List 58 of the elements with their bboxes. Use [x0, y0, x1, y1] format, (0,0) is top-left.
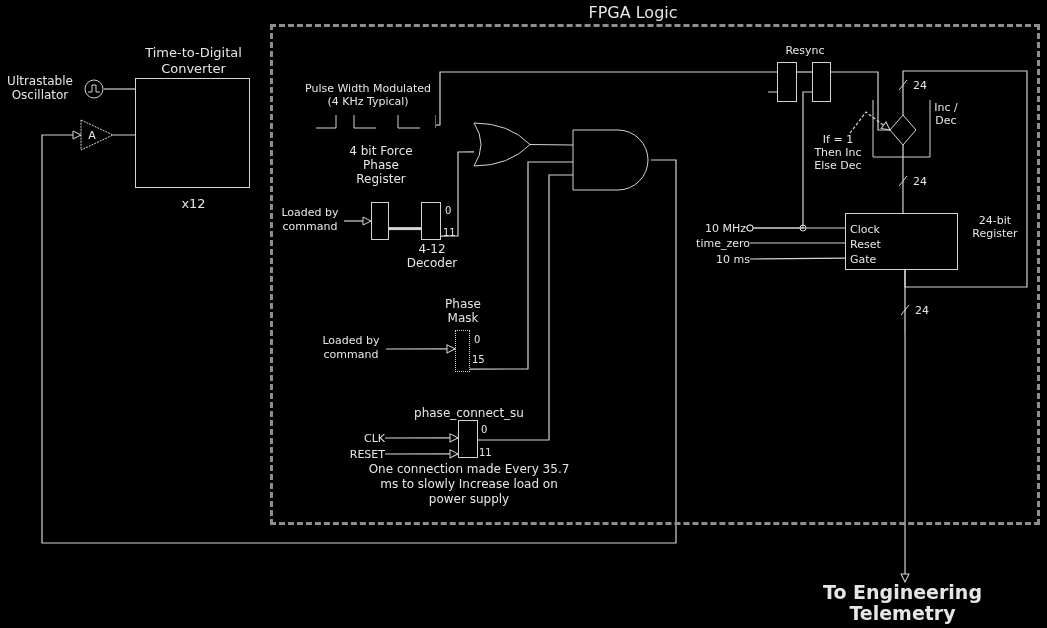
pin-number: 11 [443, 226, 456, 240]
note-text: One connection made Every 35.7 ms to slowly Increase load on power supply [367, 462, 571, 507]
block-title: 24-bit Register [971, 214, 1019, 240]
connector-line [796, 71, 813, 73]
signal-label: RESET [338, 447, 385, 461]
connector-line [830, 71, 891, 131]
gain-label: A [87, 128, 97, 144]
connector-line [477, 174, 574, 441]
connector-line [385, 344, 456, 354]
connector-line [749, 257, 846, 260]
block-title: phase_connect_su [413, 405, 525, 422]
note-text: If = 1 Then Inc Else Dec [808, 133, 868, 175]
pin-number: 15 [472, 353, 485, 367]
pin-number: 0 [445, 204, 452, 218]
connector-line [849, 111, 891, 134]
pin-label: Clock [850, 222, 881, 238]
block-title: 4 bit Force Phase Register [348, 144, 414, 186]
signal-label: time_zero [688, 236, 750, 250]
connector-line [103, 88, 136, 90]
block-title: 4-12 Decoder [405, 242, 459, 270]
caption-label: x12 [180, 195, 207, 213]
connector-line [41, 130, 677, 544]
connector-line [529, 143, 574, 146]
text-label: Loaded by command [276, 206, 344, 236]
connector-line [384, 433, 459, 443]
pin-number: 11 [479, 446, 492, 460]
pin-number: 0 [474, 333, 481, 347]
caption-label: Ultrastable Oscillator [6, 74, 74, 102]
text-label: Loaded by command [316, 334, 386, 364]
connector-line [900, 269, 910, 583]
block-title: Resync [784, 43, 826, 59]
connector-line [389, 227, 421, 231]
signal-label: 10 ms [705, 252, 750, 266]
edge-label: 24 [912, 176, 928, 188]
edge-label: 24 [912, 80, 928, 92]
pin-label: Reset [850, 237, 882, 253]
region-title: FPGA Logic [587, 3, 679, 23]
connector-line [384, 449, 459, 459]
signal-label: 10 MHz [694, 221, 746, 235]
flip-flop-box [812, 62, 831, 102]
connector-line [112, 134, 136, 136]
connector-line [440, 151, 475, 237]
connector-line [902, 144, 904, 214]
caption-label: Inc / Dec [933, 101, 959, 127]
block-title: Time-to-Digital Converter [144, 45, 243, 77]
block-title: Phase Mask [444, 297, 482, 325]
connector-line [745, 91, 813, 232]
connector-line [435, 71, 778, 126]
signal-label: CLK [350, 431, 385, 445]
signal-label: Pulse Width Modulated (4 KHz Typical) [304, 82, 432, 108]
pin-number: 0 [481, 423, 488, 437]
connector-line [469, 161, 574, 370]
edge-label: 24 [914, 305, 930, 317]
connector-line [749, 242, 846, 244]
connector-line [343, 216, 372, 226]
pin-label: Gate [850, 252, 878, 268]
destination-label: To Engineering Telemetry [805, 582, 1000, 626]
connector-line [902, 70, 1028, 288]
